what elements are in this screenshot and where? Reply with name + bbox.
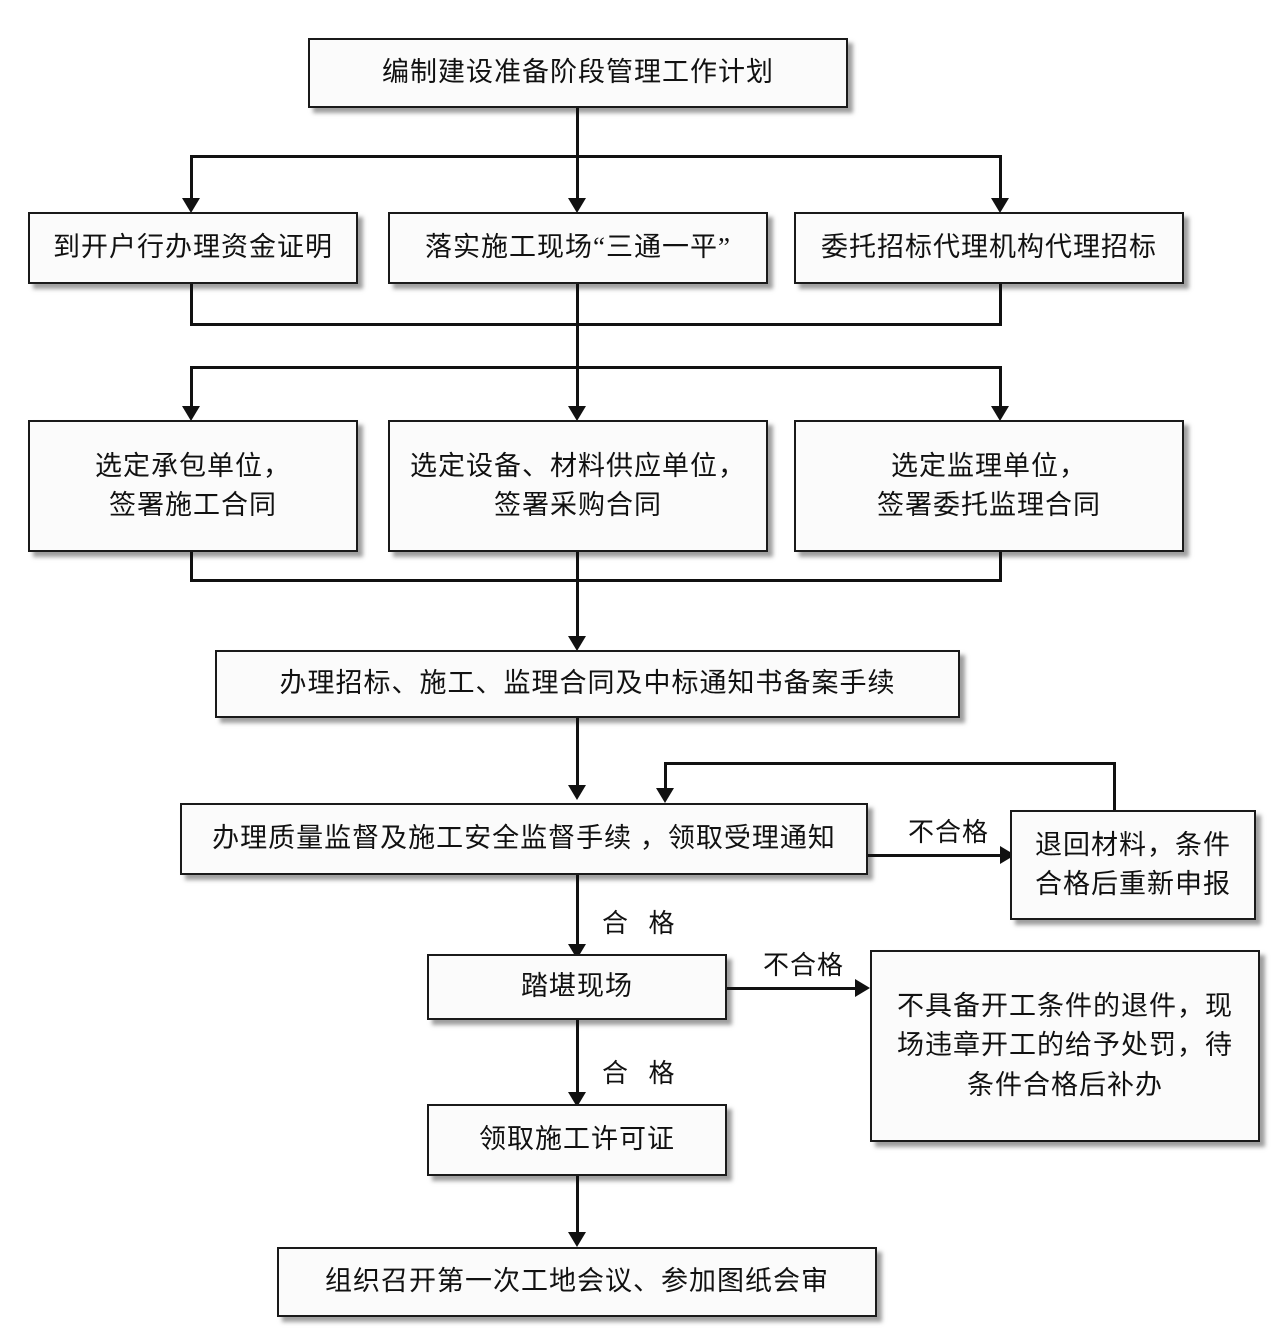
connector-row1-left-drop: [190, 155, 193, 207]
connector-row2-trunk: [576, 323, 579, 369]
arrow-into-node-tender-agency: [991, 198, 1009, 213]
connector-n7-down: [999, 552, 1002, 582]
node-label: 委托招标代理机构代理招标: [821, 232, 1157, 263]
arrow-into-node-permit: [568, 1092, 586, 1107]
node-return-materials[interactable]: 退回材料，条件 合格后重新申报: [1010, 810, 1256, 920]
connector-to-node-filing: [576, 579, 579, 641]
connector-reject-loop-up: [1113, 762, 1116, 810]
connector-permit-to-meeting: [576, 1176, 579, 1238]
node-label-line1: 不具备开工条件的退件，现: [897, 991, 1233, 1022]
connector-survey-pass: [576, 1020, 579, 1098]
connector-row3-left-drop: [190, 366, 193, 414]
arrow-into-node-first-site-meeting: [568, 1232, 586, 1247]
node-label-line2: 合格后重新申报: [1035, 869, 1231, 899]
arrow-into-node-supervision: [568, 785, 586, 800]
arrow-into-node-contractor: [182, 406, 200, 421]
connector-reject-loop-down: [664, 762, 667, 794]
arrow-into-node-bank-certificate: [182, 198, 200, 213]
connector-n5-down: [190, 552, 193, 582]
node-prepare-work-plan[interactable]: 编制建设准备阶段管理工作计划: [308, 38, 848, 108]
node-label-line1: 退回材料，条件: [1035, 829, 1231, 860]
node-quality-safety-supervision[interactable]: 办理质量监督及施工安全监督手续 ，领取受理通知: [180, 803, 868, 875]
node-label: 编制建设准备阶段管理工作计划: [382, 57, 774, 88]
connector-row2-merge-bar: [190, 323, 1002, 326]
node-label-line2: 场违章开工的给予处罚，待: [897, 1030, 1233, 1061]
connector-row3-merge-bar: [190, 579, 1002, 582]
node-bank-certificate[interactable]: 到开户行办理资金证明: [28, 212, 358, 284]
node-label-line2: 签署施工合同: [109, 490, 277, 520]
node-supervisor-contract[interactable]: 选定监理单位， 签署委托监理合同: [794, 420, 1184, 552]
connector-supervision-fail: [868, 854, 1008, 857]
node-label-line1: 选定监理单位，: [891, 450, 1087, 481]
node-label: 办理质量监督及施工安全监督手续 ，领取受理通知: [212, 823, 836, 854]
arrow-reject-loop-into-supervision: [656, 788, 674, 803]
connector-row1-split-bar: [190, 155, 1002, 158]
node-supplier-contract[interactable]: 选定设备、材料供应单位， 签署采购合同: [388, 420, 768, 552]
node-label: 到开户行办理资金证明: [53, 232, 333, 263]
node-label: 组织召开第一次工地会议、参加图纸会审: [325, 1266, 829, 1297]
node-site-readiness[interactable]: 落实施工现场“三通一平”: [388, 212, 768, 284]
arrow-into-node-supervisor: [991, 406, 1009, 421]
node-site-survey[interactable]: 踏堪现场: [427, 954, 727, 1020]
connector-n2-down: [190, 284, 193, 326]
connector-row3-right-drop: [999, 366, 1002, 414]
edge-label-fail-1: 不合格: [908, 818, 990, 847]
connector-n4-down: [999, 284, 1002, 326]
arrow-into-node-supplier: [568, 406, 586, 421]
arrow-into-node-filing: [568, 636, 586, 651]
connector-n1-stem: [576, 108, 579, 208]
connector-filing-to-supervision: [576, 718, 579, 790]
connector-row1-right-drop: [999, 155, 1002, 207]
node-label: 办理招标、施工、监理合同及中标通知书备案手续: [279, 668, 896, 699]
node-contract-filing[interactable]: 办理招标、施工、监理合同及中标通知书备案手续: [215, 650, 960, 718]
node-label: 踏堪现场: [521, 971, 633, 1002]
edge-label-fail-2: 不合格: [763, 951, 845, 980]
node-label: 领取施工许可证: [479, 1124, 675, 1155]
connector-n3-down: [576, 284, 579, 326]
node-label-line1: 选定设备、材料供应单位，: [410, 450, 746, 481]
node-first-site-meeting[interactable]: 组织召开第一次工地会议、参加图纸会审: [277, 1247, 877, 1317]
connector-row3-split-bar: [190, 366, 1002, 369]
node-label-line1: 选定承包单位，: [95, 450, 291, 481]
arrow-into-node-penalty: [855, 979, 870, 997]
node-tender-agency[interactable]: 委托招标代理机构代理招标: [794, 212, 1184, 284]
edge-label-pass-2: 合 格: [602, 1059, 682, 1088]
arrow-into-node-site-readiness: [568, 198, 586, 213]
connector-n6-down: [576, 552, 579, 582]
connector-supervision-pass: [576, 875, 579, 950]
node-label-line2: 签署委托监理合同: [877, 490, 1101, 520]
node-contractor-contract[interactable]: 选定承包单位， 签署施工合同: [28, 420, 358, 552]
node-label-line2: 签署采购合同: [494, 490, 662, 520]
connector-survey-fail: [727, 987, 863, 990]
connector-row3-mid-drop: [576, 366, 579, 414]
node-construction-permit[interactable]: 领取施工许可证: [427, 1104, 727, 1176]
node-penalty-and-remedy[interactable]: 不具备开工条件的退件，现 场违章开工的给予处罚，待 条件合格后补办: [870, 950, 1260, 1142]
node-label: 落实施工现场“三通一平”: [425, 232, 731, 263]
connector-reject-loop-across: [664, 762, 1116, 765]
edge-label-pass-1: 合 格: [602, 909, 682, 938]
node-label-line3: 条件合格后补办: [967, 1069, 1163, 1100]
